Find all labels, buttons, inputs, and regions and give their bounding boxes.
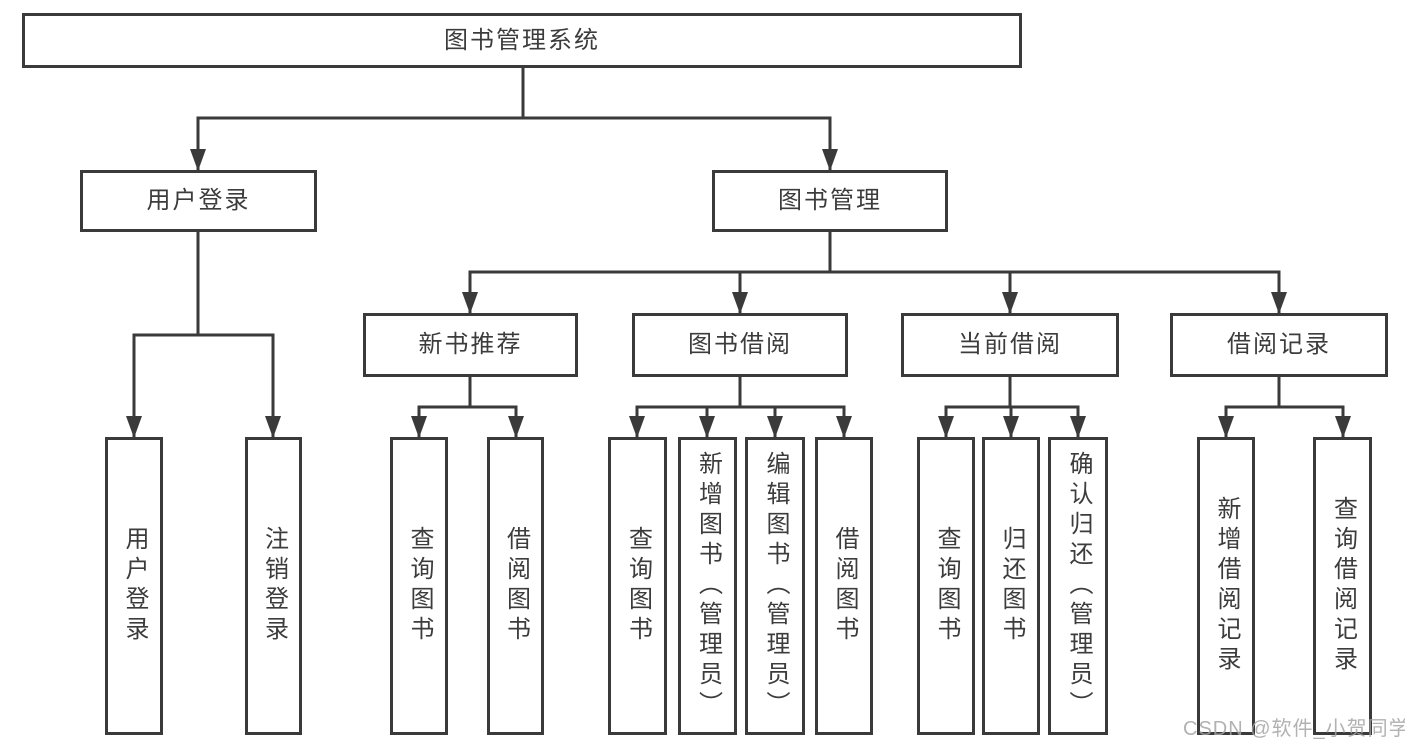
node-current-borrowing: 当前借阅 xyxy=(901,313,1119,377)
connector-line xyxy=(196,66,832,120)
node-edit-books-admin: 编辑图书（管理员） xyxy=(745,437,805,735)
node-add-borrow-record: 新增借阅记录 xyxy=(1197,437,1255,735)
node-return-books: 归还图书 xyxy=(982,437,1040,735)
connector-user-login-branch xyxy=(126,230,281,439)
connector-root-branch xyxy=(190,66,838,172)
connector-line xyxy=(944,375,1080,409)
connector-line xyxy=(468,230,1281,274)
node-borrow-books-recommendation: 借阅图书 xyxy=(487,437,544,735)
node-user-login-group: 用户登录 xyxy=(80,170,317,232)
connector-line xyxy=(1224,375,1345,409)
node-logout: 注销登录 xyxy=(245,437,302,735)
node-query-books-current: 查询图书 xyxy=(917,437,975,735)
node-book-management: 图书管理 xyxy=(712,170,948,232)
connector-line xyxy=(417,375,518,409)
node-borrowing-records: 借阅记录 xyxy=(1170,313,1388,377)
node-query-borrow-record: 查询借阅记录 xyxy=(1313,437,1372,735)
connector-line xyxy=(132,230,275,337)
connector-line xyxy=(635,375,846,409)
node-library-management-system: 图书管理系统 xyxy=(22,13,1022,68)
connector-book-management-branch xyxy=(462,230,1287,315)
node-book-borrowing: 图书借阅 xyxy=(632,313,848,377)
node-confirm-return-admin: 确认归还（管理员） xyxy=(1048,437,1108,735)
connector-borrowing-records-branch xyxy=(1218,375,1351,439)
node-query-books-borrowing: 查询图书 xyxy=(608,437,667,735)
connector-book-borrowing-branch xyxy=(629,375,852,439)
connector-current-borrowing-branch xyxy=(938,375,1086,439)
node-new-book-recommendation: 新书推荐 xyxy=(363,313,578,377)
watermark: CSDN @软件_小贺同学 xyxy=(1183,718,1405,740)
node-query-books-recommendation: 查询图书 xyxy=(390,437,448,735)
node-add-books-admin: 新增图书（管理员） xyxy=(678,437,737,735)
connector-new-book-recommendation-branch xyxy=(411,375,524,439)
node-borrow-books: 借阅图书 xyxy=(815,437,873,735)
node-user-login: 用户登录 xyxy=(105,437,163,735)
